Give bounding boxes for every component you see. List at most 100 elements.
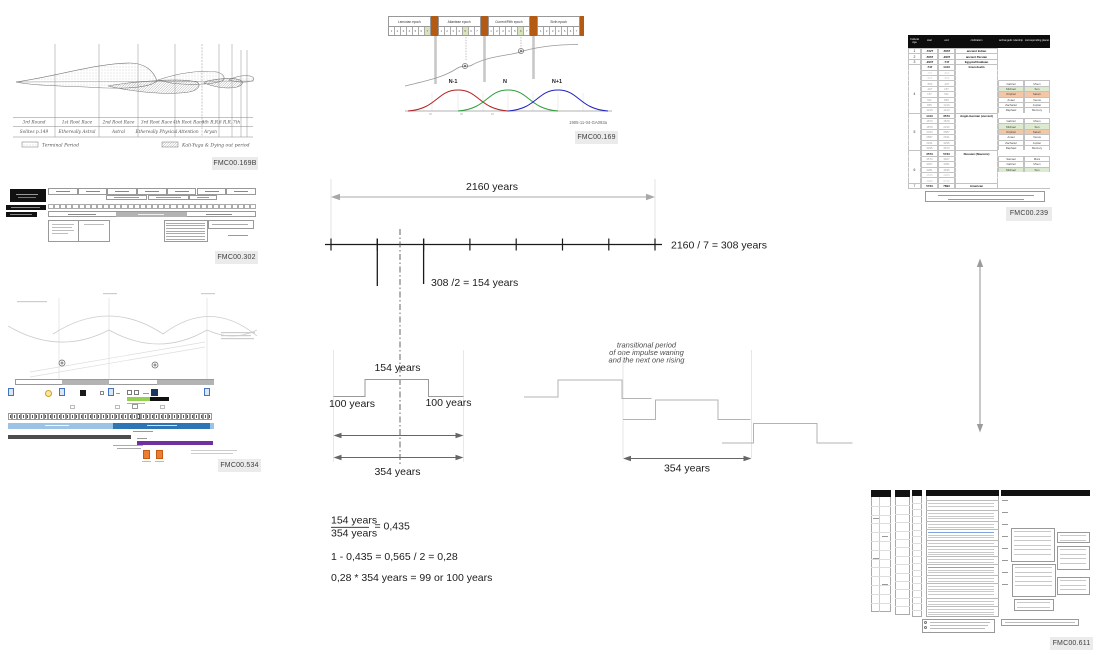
text-placeholder <box>873 518 879 519</box>
epoch-divider <box>530 16 538 36</box>
start-year-cell: 1573 <box>921 118 938 124</box>
period-cell <box>203 413 208 420</box>
civilization-cell <box>955 134 998 140</box>
text-placeholder <box>1015 580 1052 582</box>
bell-curve-n <box>457 89 559 112</box>
epoch-cell: 5 <box>512 27 519 35</box>
civilization-cell <box>955 177 998 183</box>
text-placeholder <box>1060 589 1086 590</box>
rulership-header-cell: start <box>926 39 933 43</box>
epoch-label: Sixth epoch <box>538 17 579 27</box>
archangel-cell: Zachariel <box>998 101 1024 108</box>
glyph <box>196 415 198 418</box>
period-cell <box>114 413 119 420</box>
table-cell <box>60 204 67 209</box>
glyph <box>23 415 25 418</box>
calculation-line2: 1 - 0,435 = 0,565 / 2 = 0,28 <box>331 551 458 563</box>
row1-label: 3rd Root Race <box>141 121 173 126</box>
table-cell <box>103 204 110 209</box>
archangel-cell: Michael <box>998 166 1024 172</box>
text-placeholder <box>1015 571 1052 573</box>
text-placeholder <box>928 578 994 579</box>
text-placeholder <box>895 581 910 582</box>
planet-cell: Sun <box>1024 166 1050 172</box>
text-placeholder <box>1060 535 1086 536</box>
bell-label-n-plus-1: N+1 <box>552 79 562 85</box>
row1-label: 1st Root Race <box>62 121 93 126</box>
planet-cell: Moon <box>1024 161 1050 167</box>
text-placeholder <box>871 514 891 516</box>
epoch-cell: 4 <box>506 27 513 35</box>
badge-fmc00-239: FMC00.239 <box>1006 207 1052 221</box>
age-cell <box>908 150 921 156</box>
text-placeholder <box>166 238 205 240</box>
period-cell <box>47 413 53 420</box>
text-placeholder <box>928 567 994 568</box>
legend-terminal-label: Terminal Period <box>42 143 79 149</box>
end-year-cell: -5067 <box>938 48 955 54</box>
pulse-left-diagram: 154 years 100 years 100 years 354 years <box>329 350 472 478</box>
epoch-cell: 2 <box>544 27 551 35</box>
text-placeholder <box>16 194 38 195</box>
segment-gray <box>157 379 214 385</box>
glyph <box>209 415 211 418</box>
civilization-cell: American <box>955 182 998 189</box>
civilization-cell: ancient Persian <box>955 53 998 59</box>
glyph <box>54 415 56 418</box>
row1-label: 2nd Root Race <box>102 121 135 126</box>
side-table-c-header <box>912 490 922 496</box>
transition-note-line2: of one impulse waning <box>609 348 684 357</box>
small-square-icon <box>134 390 139 395</box>
epoch-cell: 5 <box>413 27 419 35</box>
table-header-block <box>10 189 46 202</box>
side-table-b <box>895 490 910 615</box>
side-table-a-header <box>871 490 891 497</box>
text-placeholder <box>912 536 922 537</box>
archangel-cell: Anael <box>998 134 1024 140</box>
text-placeholder <box>147 425 177 426</box>
start-year-cell: 2941 <box>921 139 938 146</box>
end-year-cell: 4281 <box>938 161 955 167</box>
period-cell <box>30 413 35 420</box>
rulership-row: -601-550 <box>908 74 1050 81</box>
archangel-cell: Raphael <box>998 107 1024 113</box>
end-year-cell: 865 <box>938 96 955 102</box>
bullet-icon <box>924 621 927 624</box>
archangel-cell: Michael <box>998 85 1024 92</box>
planet-cell: Mars <box>1024 155 1050 162</box>
text-placeholder <box>1014 531 1051 532</box>
text-placeholder <box>882 584 888 585</box>
fraction-result: = 0,435 <box>375 521 410 533</box>
era-bar-cap <box>210 423 214 429</box>
rootrace-row1-labels: 3rd Round 1st Root Race 2nd Root Race 3r… <box>22 121 240 126</box>
cascade-354-label: 354 years <box>664 463 710 475</box>
cascade-pulse-2 <box>623 399 751 420</box>
right-100-label: 100 years <box>425 397 471 409</box>
archangel-cell: Oriphiel <box>998 91 1024 97</box>
glyph <box>200 415 202 418</box>
text-placeholder <box>912 603 922 604</box>
divider <box>879 497 880 612</box>
text-placeholder <box>56 191 70 192</box>
age-cell: 2 <box>908 53 921 59</box>
start-year-cell: -197 <box>921 85 938 92</box>
epoch-cell: 1 <box>389 27 395 35</box>
text-placeholder <box>1060 539 1086 541</box>
text-placeholder <box>145 191 160 192</box>
table-cell <box>77 188 108 195</box>
text-placeholder <box>1014 540 1051 541</box>
period-cell <box>189 413 195 420</box>
